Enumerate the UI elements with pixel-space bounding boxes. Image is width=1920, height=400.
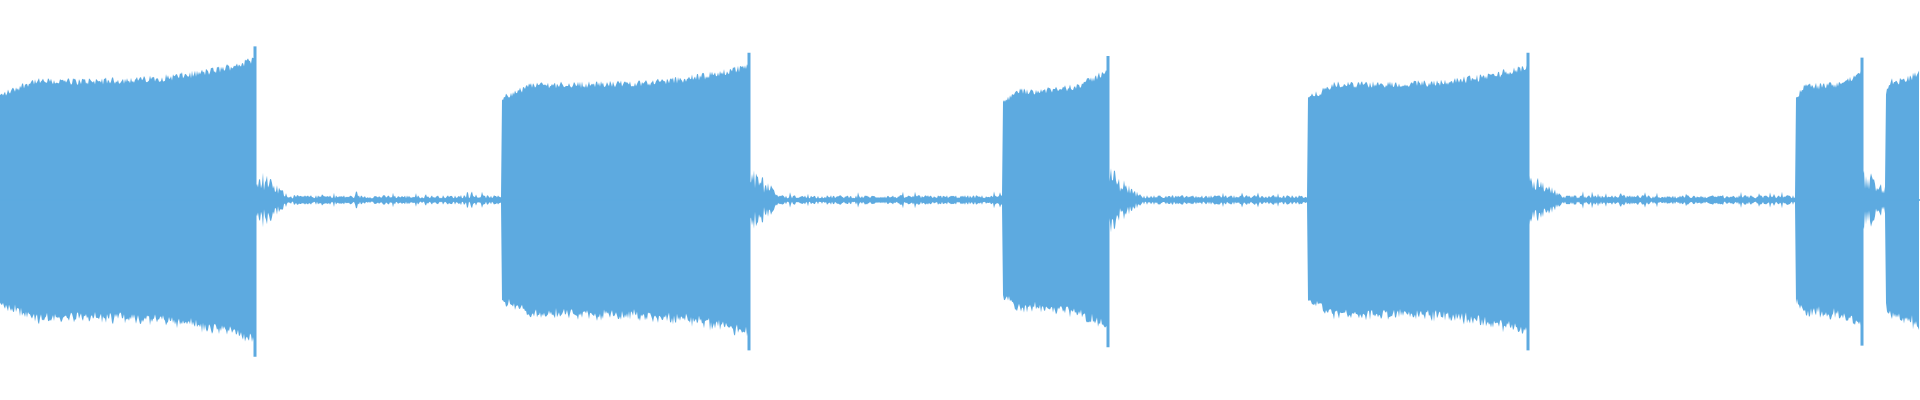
waveform-shape — [0, 57, 1919, 345]
waveform-track — [0, 46, 1920, 357]
